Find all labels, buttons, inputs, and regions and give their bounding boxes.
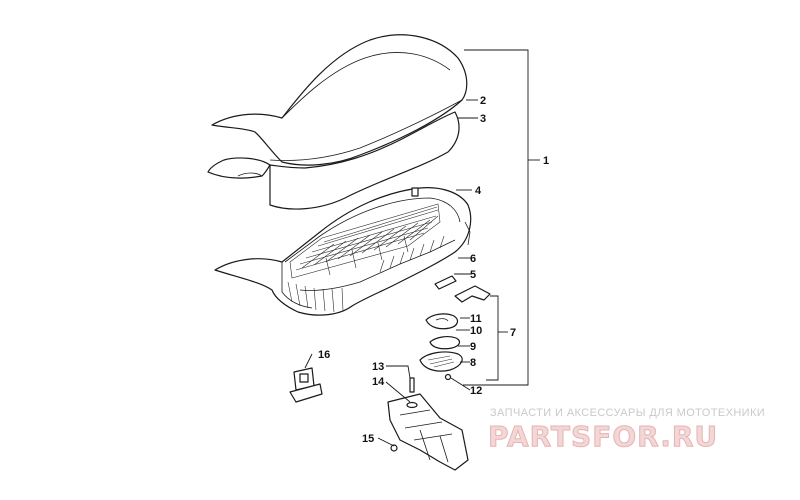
callout-1: 1 [543,155,549,167]
callout-7: 7 [510,327,516,339]
callout-16: 16 [318,349,330,361]
callout-3: 3 [480,113,486,125]
part-5-clip [434,275,457,290]
seat-base-grid [289,203,441,279]
part-14-washer [406,401,418,409]
callout-6: 6 [470,253,476,265]
part-11-bracket [454,285,491,303]
latch-assembly [419,275,491,381]
callout-15: 15 [362,433,374,445]
callout-11: 11 [470,313,482,325]
callout-2: 2 [480,95,486,107]
mounting-bracket [387,377,469,471]
callout-9: 9 [470,341,476,353]
watermark-subtitle: ЗАПЧАСТИ И АКСЕССУАРЫ ДЛЯ МОТОТЕХНИКИ [490,407,765,419]
part-16-bracket [289,367,323,403]
callout-5: 5 [470,269,476,281]
callout-8: 8 [470,357,476,369]
callout-4: 4 [475,185,482,197]
part-9-gasket [429,336,461,350]
callout-12: 12 [470,385,482,397]
callout-10: 10 [470,325,482,337]
leader-lines [304,49,540,447]
part-12-screw [444,373,452,381]
callout-13: 13 [372,361,384,373]
watermark-brand: PARTSFOR.RU [488,420,718,453]
callout-14: 14 [372,376,385,388]
part-10-plate [425,313,459,330]
seat-foam-part [207,111,460,210]
watermark: ЗАПЧАСТИ И АКСЕССУАРЫ ДЛЯ МОТОТЕХНИКИ PA… [488,407,765,454]
seat-cover-part [211,34,468,166]
seat-base-part [214,187,472,316]
part-13-bolt [409,377,415,393]
callout-labels: 1 2 3 4 5 6 7 8 9 10 11 12 13 14 15 16 [318,95,549,445]
part-15-nut [390,444,398,452]
